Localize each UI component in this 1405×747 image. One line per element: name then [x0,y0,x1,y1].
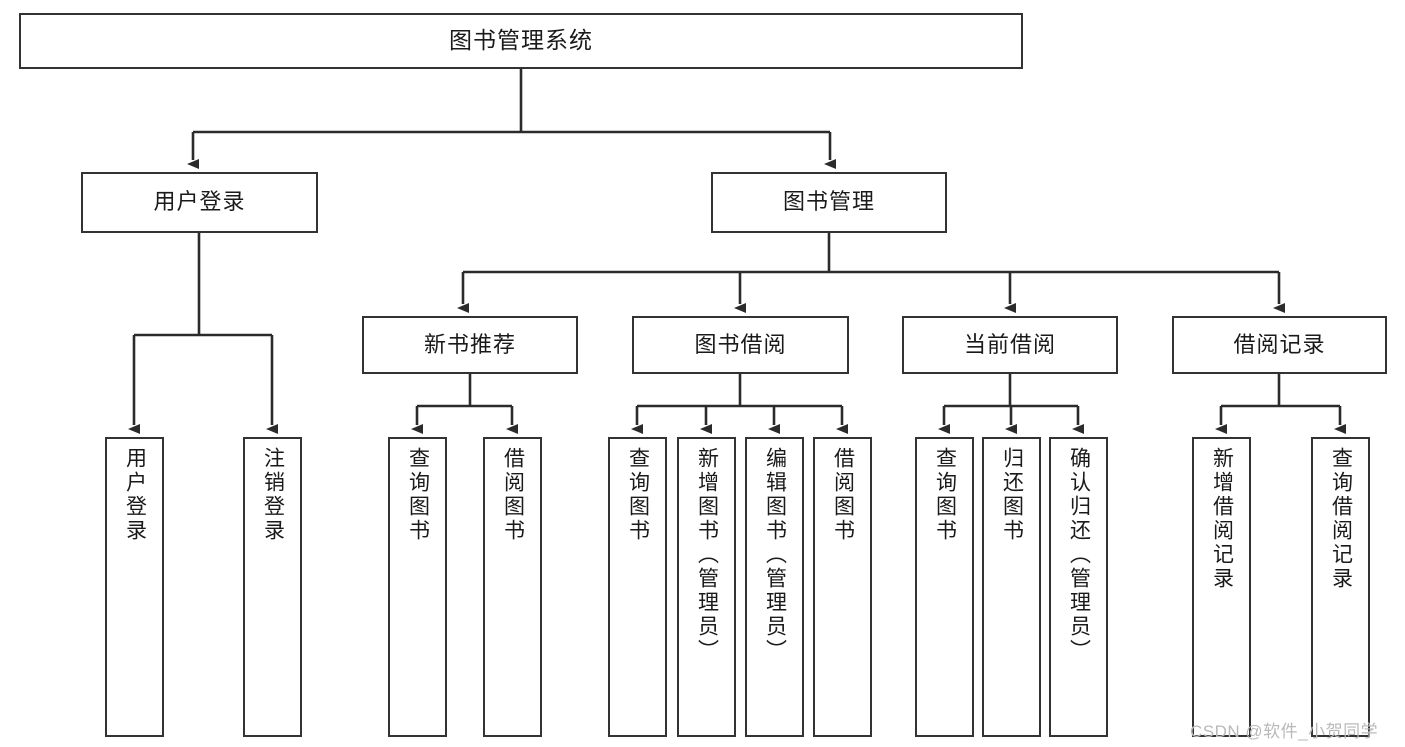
leaf-confirm-return-admin[interactable]: 确认归还（管理员） [1049,437,1108,737]
leaf-query-borrow-record[interactable]: 查询借阅记录 [1311,437,1370,737]
node-current-borrow[interactable]: 当前借阅 [902,316,1118,374]
leaf-user-login[interactable]: 用户登录 [105,437,164,737]
leaf-return-book[interactable]: 归还图书 [982,437,1041,737]
leaf-borrow-book-recommend-label: 借阅图书 [501,447,525,543]
node-root[interactable]: 图书管理系统 [19,13,1023,69]
node-current-borrow-label: 当前借阅 [963,331,1056,357]
leaf-query-book-current-label: 查询图书 [933,447,957,543]
leaf-edit-book-admin[interactable]: 编辑图书（管理员） [745,437,804,737]
leaf-query-borrow-record-label: 查询借阅记录 [1329,447,1353,591]
leaf-user-login-label: 用户登录 [123,447,147,543]
leaf-add-book-admin[interactable]: 新增图书（管理员） [677,437,736,737]
node-book-management-label: 图书管理 [782,189,875,215]
leaf-query-book-borrow[interactable]: 查询图书 [608,437,667,737]
leaf-borrow-book-label: 借阅图书 [831,447,855,543]
leaf-query-book-borrow-label: 查询图书 [626,447,650,543]
leaf-confirm-return-admin-label: 确认归还（管理员） [1067,447,1091,663]
node-user-login[interactable]: 用户登录 [81,172,318,233]
leaf-logout-label: 注销登录 [261,447,285,543]
node-new-book-recommend[interactable]: 新书推荐 [362,316,578,374]
node-new-book-recommend-label: 新书推荐 [423,331,516,357]
leaf-add-borrow-record-label: 新增借阅记录 [1210,447,1234,591]
leaf-query-book-recommend-label: 查询图书 [406,447,430,543]
node-borrow-record-label: 借阅记录 [1233,331,1326,357]
leaf-logout[interactable]: 注销登录 [243,437,302,737]
leaf-add-borrow-record[interactable]: 新增借阅记录 [1192,437,1251,737]
node-borrow-record[interactable]: 借阅记录 [1172,316,1387,374]
leaf-add-book-admin-label: 新增图书（管理员） [695,447,719,663]
leaf-borrow-book-recommend[interactable]: 借阅图书 [483,437,542,737]
node-book-management[interactable]: 图书管理 [711,172,947,233]
node-root-label: 图书管理系统 [449,27,593,54]
node-book-borrow[interactable]: 图书借阅 [632,316,849,374]
node-user-login-label: 用户登录 [153,189,246,215]
leaf-return-book-label: 归还图书 [1000,447,1024,543]
watermark-text: CSDN @软件_小贺同学 [1190,722,1379,741]
leaf-query-book-current[interactable]: 查询图书 [915,437,974,737]
leaf-edit-book-admin-label: 编辑图书（管理员） [763,447,787,663]
node-book-borrow-label: 图书借阅 [694,331,787,357]
leaf-query-book-recommend[interactable]: 查询图书 [388,437,447,737]
leaf-borrow-book[interactable]: 借阅图书 [813,437,872,737]
